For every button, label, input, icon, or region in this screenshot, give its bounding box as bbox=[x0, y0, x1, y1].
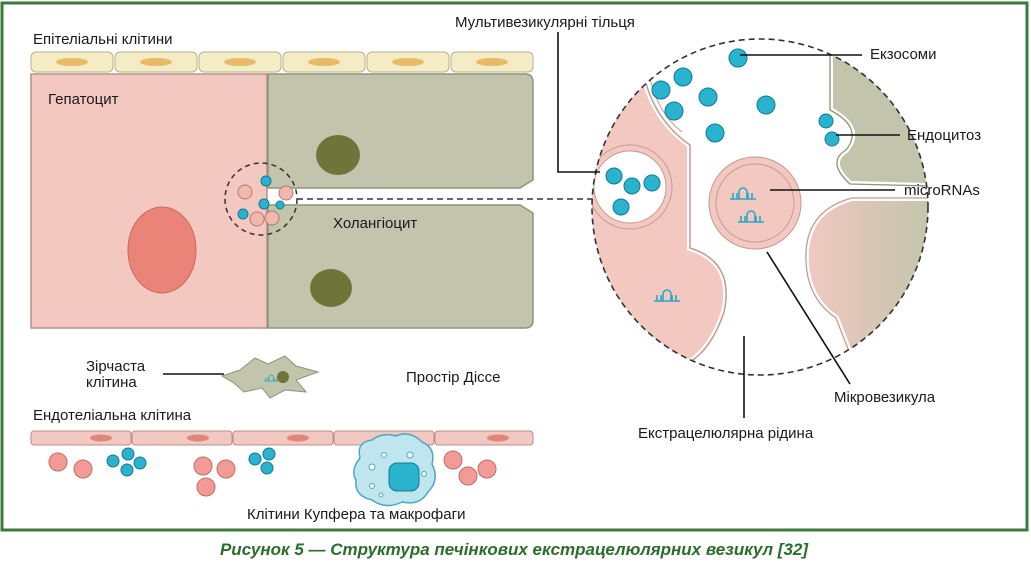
stellate-nucleus bbox=[277, 371, 289, 383]
exosomes-label: Екзосоми bbox=[870, 46, 937, 63]
cholangiocyte-label: Холангіоцит bbox=[333, 215, 417, 232]
leader-lines bbox=[557, 32, 900, 418]
kupffer-label: Клітини Купфера та макрофаги bbox=[247, 506, 465, 523]
stellate-label-line1: Зірчаста bbox=[86, 358, 146, 375]
extracellular-label: Екстрацелюлярна рідина bbox=[638, 425, 814, 442]
epithelial-label: Епітеліальні клітини bbox=[33, 31, 173, 48]
hepatocyte-nucleus bbox=[127, 206, 197, 294]
endothelial-label: Ендотеліальна клітина bbox=[33, 407, 192, 424]
endocytosis-label: Ендоцитоз bbox=[907, 127, 981, 144]
disse-label: Простір Діссе bbox=[406, 369, 501, 386]
epithelial-cells bbox=[30, 51, 534, 73]
figure-caption: Рисунок 5 — Структура печінкових екстрац… bbox=[220, 540, 809, 559]
mvb-label: Мультивезикулярні тільця bbox=[455, 14, 635, 31]
micrornas-label: microRNAs bbox=[904, 182, 980, 199]
stellate-label-line2: клітина bbox=[86, 374, 137, 391]
blood-cells bbox=[48, 447, 497, 497]
microvesicle-label: Мікровезикула bbox=[834, 389, 936, 406]
endothelial-cells bbox=[30, 430, 534, 446]
cholangiocyte-bottom-nucleus bbox=[310, 269, 352, 307]
hepatocyte-label: Гепатоцит bbox=[48, 91, 119, 108]
cholangiocyte-top bbox=[267, 73, 534, 189]
zoom-circle-outline bbox=[591, 38, 929, 376]
kupffer-cell bbox=[353, 433, 436, 507]
cholangiocyte-top-nucleus bbox=[316, 135, 360, 175]
zoom-view bbox=[592, 39, 928, 375]
vesicle-cluster bbox=[224, 162, 298, 236]
stellate-cell bbox=[220, 355, 320, 399]
